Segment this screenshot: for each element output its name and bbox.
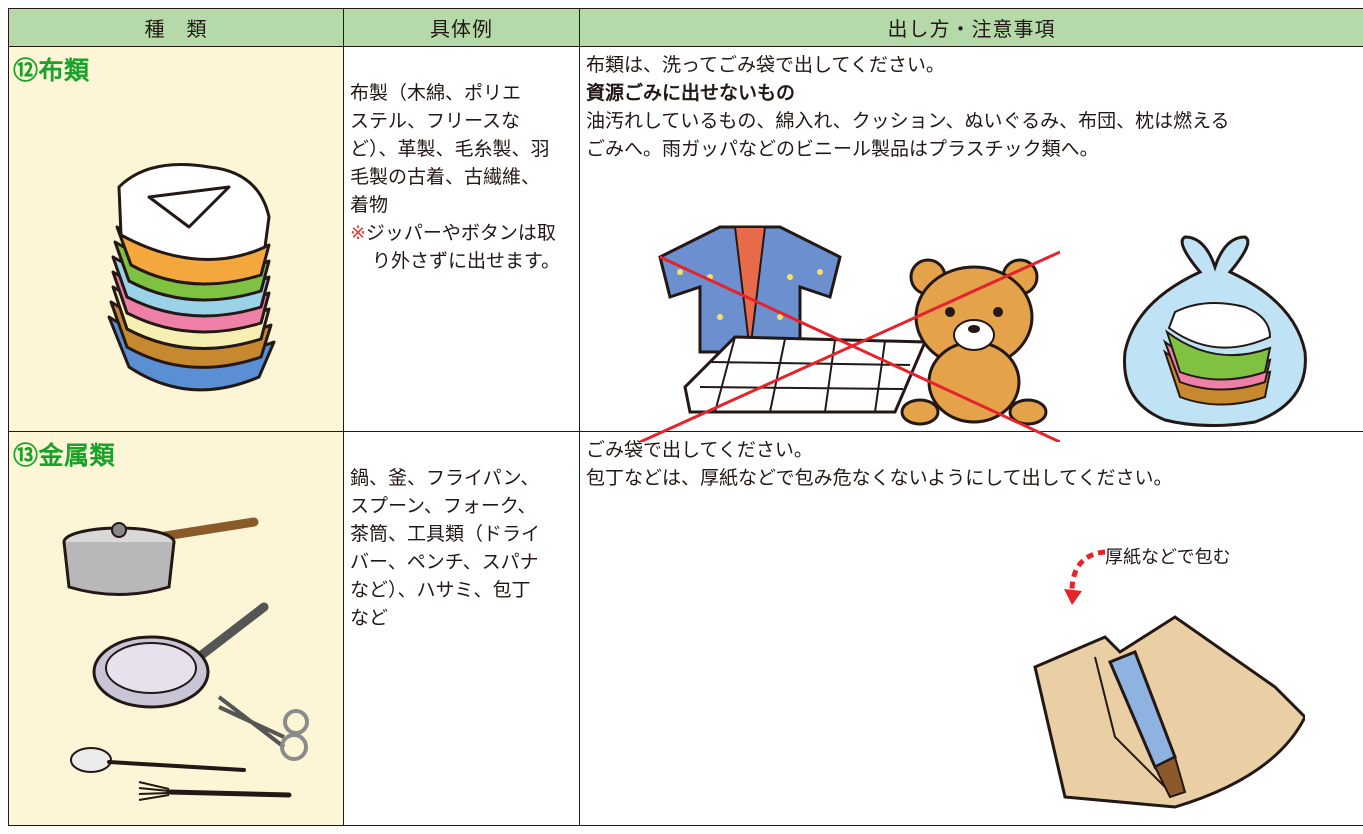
category-title: ⑫布類 — [13, 56, 90, 85]
instruction-line: 油汚れしているもの、綿入れ、クッション、ぬいぐるみ、布団、枕は燃える — [586, 110, 1230, 132]
note-mark: ※ — [350, 222, 366, 244]
table-row: ⑫布類 布製（木綿、ポリエ ステル、フリースな ど）、革製、毛糸製、羽 毛製の古… — [8, 46, 1363, 442]
instructions-cell: ごみ袋で出してください。 包丁などは、厚紙などで包み危なくないようにして出してく… — [579, 431, 1363, 826]
wrap-callout: 厚紙などで包む — [1105, 547, 1231, 568]
header-row: 種 類 具体例 出し方・注意事項 — [8, 8, 1363, 47]
not-accepted-heading: 資源ごみに出せないもの — [586, 82, 796, 104]
instruction-line: ごみへ。雨ガッパなどのビニール製品はプラスチック類へ。 — [586, 138, 1099, 160]
cross-out-mark — [640, 250, 1060, 442]
sorting-guide-table: 種 類 具体例 出し方・注意事項 ⑫布類 布製（ — [8, 8, 1363, 826]
category-cell: ⑫布類 — [8, 46, 344, 432]
clothes-in-bag-icon — [1123, 235, 1307, 427]
header-category: 種 類 — [8, 8, 344, 47]
instruction-line: 包丁などは、厚紙などで包み危なくないようにして出してください。 — [586, 467, 1173, 489]
folded-clothes-icon — [107, 163, 276, 392]
examples-text: 鍋、釜、フライパン、 スプーン、フォーク、 茶筒、工具類（ドライ バー、ペンチ、… — [350, 467, 541, 629]
pot-icon — [62, 517, 259, 596]
examples-text: 布製（木綿、ポリエ ステル、フリースな ど）、革製、毛糸製、羽 毛製の古着、古繊… — [350, 82, 550, 216]
table-row: ⑬金属類 — [8, 431, 1363, 826]
header-instructions: 出し方・注意事項 — [579, 8, 1363, 47]
examples-note: ※ジッパーやボタンは取り外さずに出せます。 — [350, 219, 573, 275]
instruction-line: 布類は、洗ってごみ袋で出してください。 — [586, 54, 945, 76]
header-examples: 具体例 — [343, 8, 580, 47]
instruction-line: ごみ袋で出してください。 — [586, 439, 813, 461]
scissors-icon — [217, 695, 309, 761]
instructions-cell: 布類は、洗ってごみ袋で出してください。 資源ごみに出せないもの 油汚れしているも… — [579, 46, 1363, 442]
note-text: ジッパーやボタンは取り外さずに出せます。 — [365, 222, 561, 272]
teddy-bear-icon — [900, 258, 1048, 426]
spoon-icon — [70, 747, 246, 773]
category-title: ⑬金属類 — [13, 441, 116, 470]
frying-pan-icon — [92, 602, 269, 709]
fork-icon — [138, 781, 292, 801]
examples-cell: 布製（木綿、ポリエ ステル、フリースな ど）、革製、毛糸製、羽 毛製の古着、古繊… — [343, 46, 580, 432]
examples-cell: 鍋、釜、フライパン、 スプーン、フォーク、 茶筒、工具類（ドライ バー、ペンチ、… — [343, 431, 580, 826]
knife-in-cardboard-icon — [1033, 615, 1305, 809]
callout-arrow-icon — [1064, 549, 1106, 605]
category-cell: ⑬金属類 — [8, 431, 344, 826]
